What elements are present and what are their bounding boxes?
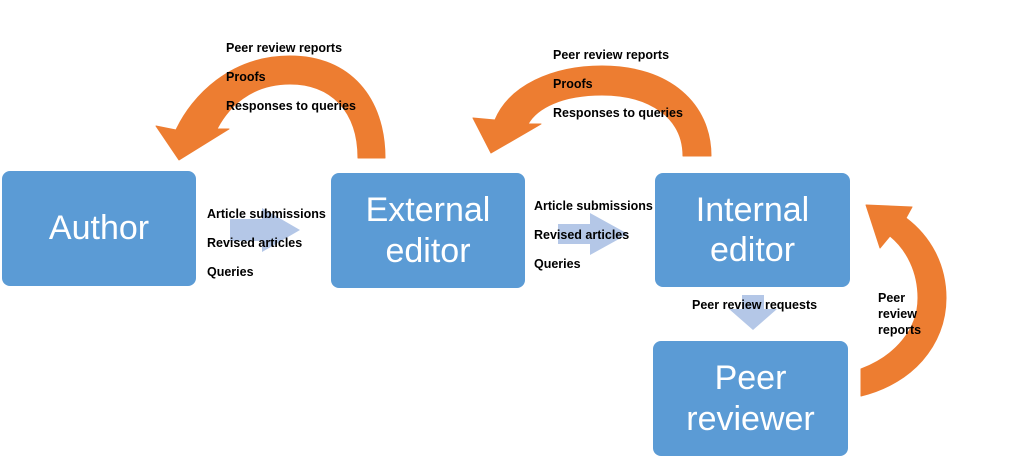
edge-item: Peer review reports <box>226 41 343 55</box>
forward-arrow-external-to-internal <box>558 213 628 255</box>
internal-editor-label-line-2: editor <box>709 231 796 269</box>
edge-item: reports <box>878 323 922 337</box>
edge-item: Article submissions <box>207 207 326 221</box>
peer-reviewer-node: Peer reviewer <box>653 341 848 456</box>
edge-item: Peer review reports <box>553 48 670 62</box>
edge-label-internal-to-external: Peer review reports Proofs Responses to … <box>553 41 683 128</box>
edge-item: Revised articles <box>534 228 630 242</box>
internal-editor-label-line-1: Internal <box>695 190 810 229</box>
edge-item: Proofs <box>553 77 593 91</box>
edge-item: Article submissions <box>534 199 653 213</box>
edge-item: Revised articles <box>207 236 303 250</box>
author-node: Author <box>2 171 196 286</box>
external-editor-label-line-2: editor <box>385 231 471 270</box>
return-arrow-reviewer-to-internal <box>860 204 947 397</box>
edge-item: Responses to queries <box>553 106 683 120</box>
edge-item: Queries <box>534 257 581 271</box>
edge-item: Queries <box>207 265 254 279</box>
edge-item: Proofs <box>226 70 266 84</box>
forward-arrow-internal-to-reviewer <box>729 295 777 330</box>
external-editor-node: External editor <box>331 173 525 288</box>
external-editor-label-line-1: External <box>365 191 491 230</box>
edge-label-external-to-author: Peer review reports Proofs Responses to … <box>226 34 356 121</box>
edge-item: Responses to queries <box>226 99 356 113</box>
edge-label-internal-to-reviewer: Peer review requests <box>692 291 817 320</box>
edge-label-reviewer-to-internal: Peer review reports <box>878 290 921 338</box>
return-arrow-external-to-author <box>155 55 386 161</box>
author-node-label: Author <box>48 209 150 248</box>
edge-item: Peer <box>878 291 906 305</box>
forward-arrow-author-to-external <box>230 208 300 252</box>
edge-item: Peer review requests <box>692 298 818 312</box>
internal-editor-node: Internal editor <box>655 173 850 287</box>
peer-reviewer-label-line-1: Peer <box>714 359 787 398</box>
peer-reviewer-label-line-2: reviewer <box>686 399 815 438</box>
return-arrow-internal-to-external <box>472 65 712 157</box>
edge-label-author-to-external: Article submissions Revised articles Que… <box>207 200 326 287</box>
edge-item: review <box>878 307 917 321</box>
edge-label-external-to-internal: Article submissions Revised articles Que… <box>534 192 653 279</box>
